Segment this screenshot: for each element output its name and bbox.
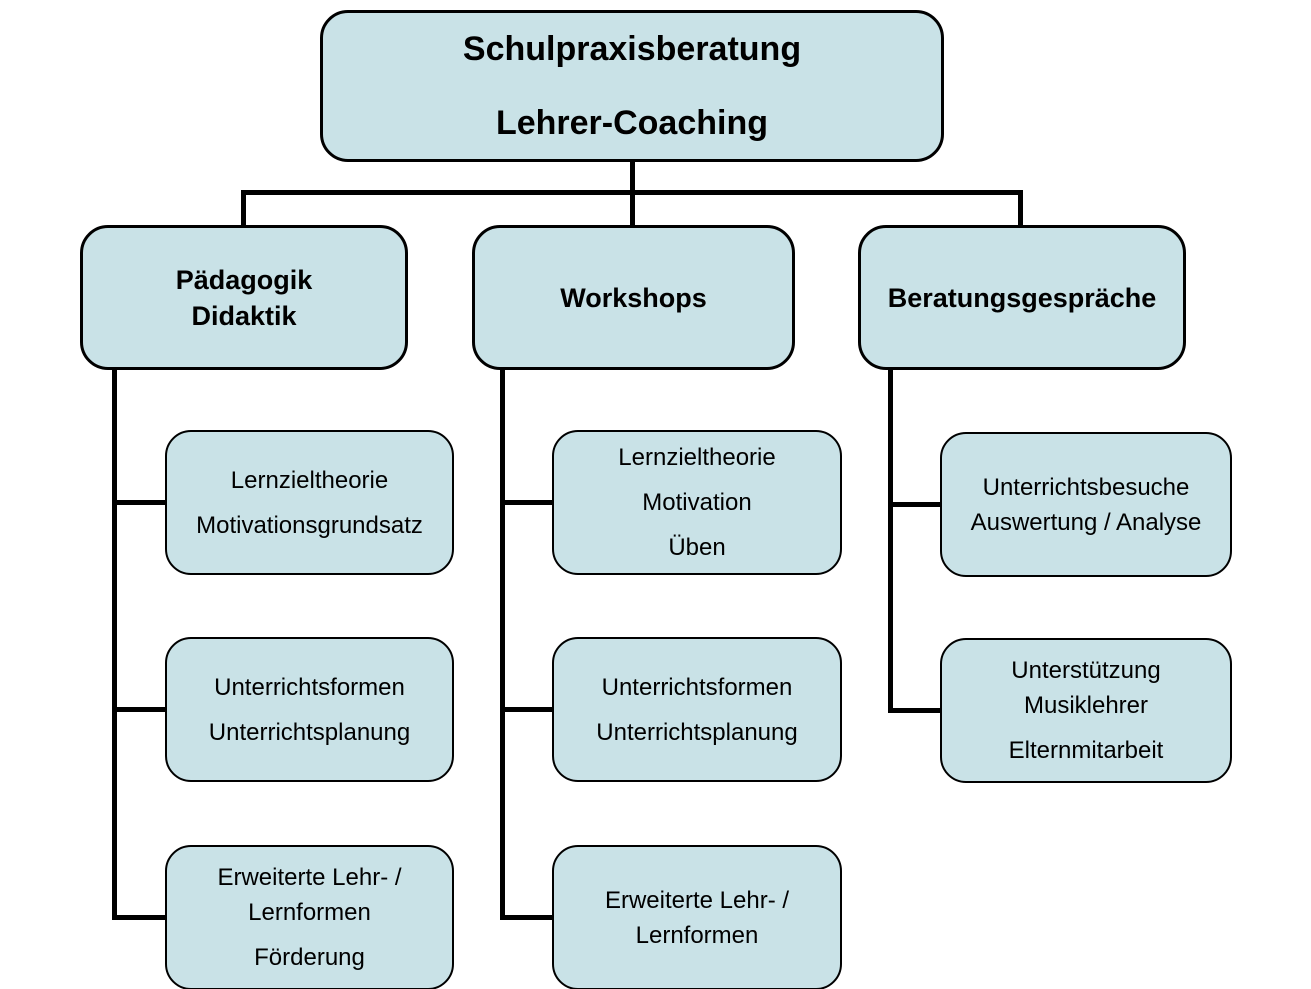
connector-drop-right [1018, 190, 1023, 227]
category-title-workshops: Workshops [560, 282, 707, 313]
child-text: Unterrichtsplanung [208, 718, 411, 746]
child-text: Lernzieltheorie [618, 444, 776, 471]
category-title-paedagogik-didaktik: Pädagogik Didaktik [175, 264, 313, 331]
category-node-paedagogik-didaktik: Pädagogik Didaktik [80, 225, 408, 370]
child-text: Unterrichtsbesuche Auswertung / Analyse [970, 473, 1202, 536]
child-node-unterrichtsformen-unterrichtsplanung-2: Unterrichtsformen Unterrichtsplanung [552, 637, 842, 782]
child-node-unterstuetzung-musiklehrer-elternmitarbeit: Unterstützung Musiklehrer Elternmitarbei… [940, 638, 1232, 783]
connector-stub-right-1 [888, 502, 942, 507]
child-text: Lernzieltheorie [230, 466, 389, 494]
child-text: Erweiterte Lehr- / Lernformen [217, 864, 402, 926]
connector-trunk-middle [500, 368, 505, 920]
connector-drop-left [241, 190, 246, 227]
connector-root-stem [630, 162, 635, 194]
connector-drop-middle [630, 190, 635, 227]
child-text: Unterrichtsplanung [596, 718, 798, 746]
child-node-lernzieltheorie-motivationsgrundsatz: Lernzieltheorie Motivationsgrundsatz [165, 430, 454, 575]
connector-stub-middle-2 [500, 707, 552, 712]
child-node-erweiterte-lehr-lernformen-foerderung: Erweiterte Lehr- / Lernformen Förderung [165, 845, 454, 989]
child-text: Elternmitarbeit [1008, 737, 1164, 764]
child-text: Unterstützung Musiklehrer [1011, 657, 1161, 719]
connector-trunk-left [112, 368, 117, 920]
child-text: Unterrichtsformen [214, 673, 405, 701]
category-node-workshops: Workshops [472, 225, 795, 370]
child-text: Üben [668, 534, 726, 561]
connector-trunk-right [888, 368, 893, 713]
connector-stub-left-1 [112, 500, 167, 505]
connector-stub-middle-1 [500, 500, 552, 505]
connector-stub-left-3 [112, 915, 167, 920]
connector-stub-right-2 [888, 708, 942, 713]
connector-stub-middle-3 [500, 915, 552, 920]
child-text: Erweiterte Lehr- / Lernformen [604, 886, 790, 949]
category-node-beratungsgespraeche: Beratungsgespräche [858, 225, 1186, 370]
category-title-beratungsgespraeche: Beratungsgespräche [887, 282, 1157, 313]
root-node: Schulpraxisberatung Lehrer-Coaching [320, 10, 944, 162]
child-node-unterrichtsbesuche-auswertung-analyse: Unterrichtsbesuche Auswertung / Analyse [940, 432, 1232, 577]
child-node-lernzieltheorie-motivation-ueben: Lernzieltheorie Motivation Üben [552, 430, 842, 575]
child-node-erweiterte-lehr-lernformen: Erweiterte Lehr- / Lernformen [552, 845, 842, 989]
root-title: Schulpraxisberatung Lehrer-Coaching [462, 30, 802, 142]
connector-stub-left-2 [112, 707, 167, 712]
child-text: Motivation [642, 489, 752, 516]
child-text: Förderung [254, 944, 365, 971]
child-text: Unterrichtsformen [601, 673, 793, 701]
child-text: Motivationsgrundsatz [196, 511, 423, 539]
child-node-unterrichtsformen-unterrichtsplanung-1: Unterrichtsformen Unterrichtsplanung [165, 637, 454, 782]
